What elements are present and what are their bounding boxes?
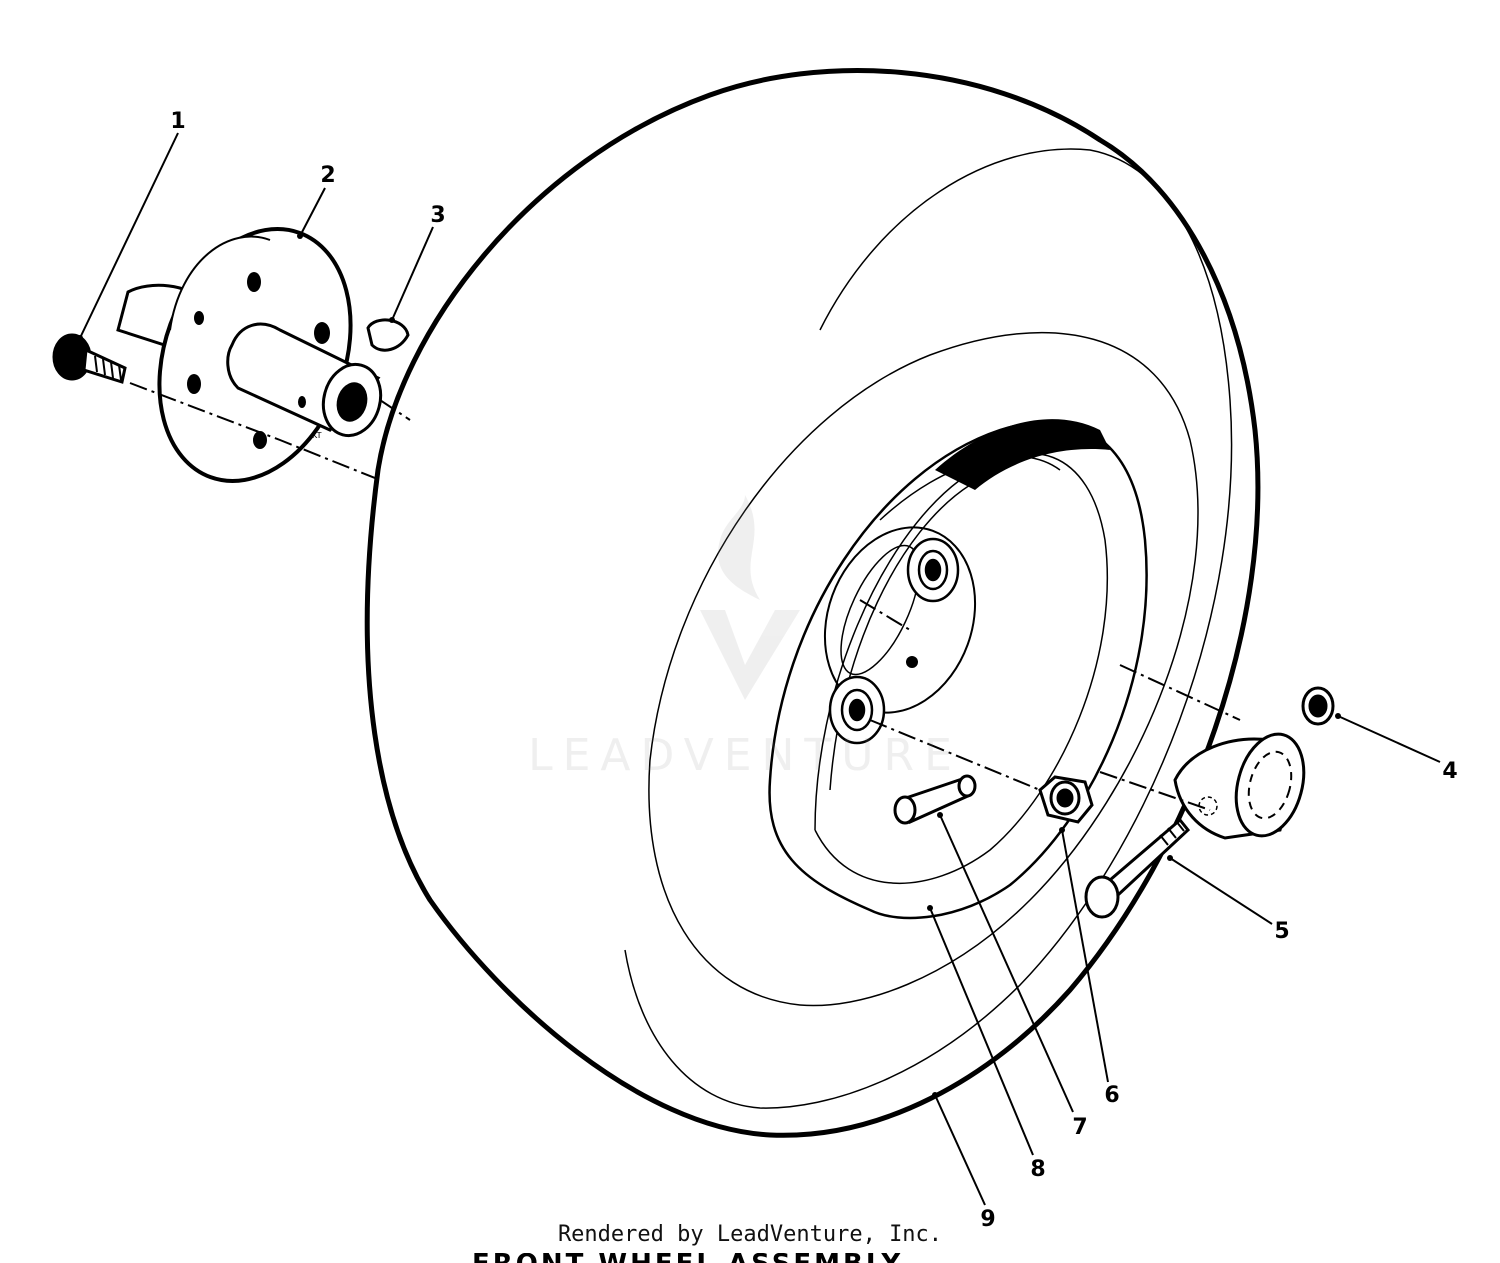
callout-6: 6 (1104, 1083, 1119, 1108)
callout-8: 8 (1030, 1157, 1045, 1182)
assembly-center-lines (129, 382, 1241, 811)
callout-5: 5 (1274, 919, 1289, 944)
pin-hole (1198, 796, 1218, 816)
lock-nut (1301, 686, 1335, 726)
axle-spacer (1173, 732, 1306, 840)
tire (364, 68, 1261, 1138)
callout-2: 2 (320, 163, 335, 188)
callout-7: 7 (1072, 1115, 1087, 1140)
hub-flange (116, 227, 383, 483)
rim-small-hole (906, 656, 918, 668)
hub-bolt (52, 333, 127, 384)
leader-lines (79, 132, 1441, 1206)
callout-9: 9 (980, 1207, 995, 1232)
callout-4: 4 (1442, 759, 1457, 784)
watermark-text: LEADVENTURE (528, 730, 962, 781)
hex-nut (1038, 775, 1094, 824)
valve-stem (893, 774, 977, 825)
callout-numbers: 1 2 3 4 5 6 7 8 9 (170, 109, 1457, 1232)
callout-1: 1 (170, 109, 185, 134)
flame-logo-icon (718, 495, 760, 600)
diagram-title-cut-off: FRONT WHEEL ASSEMBLY (472, 1253, 962, 1263)
rim-nut-upper (906, 537, 960, 603)
watermark: LEADVENTURE (528, 495, 962, 781)
callout-3: 3 (430, 203, 445, 228)
woodruff-key (366, 318, 410, 352)
footer-credit-text: Rendered by LeadVenture, Inc. (557, 1222, 943, 1247)
axle-bolt (1084, 817, 1191, 919)
rim-nut-lower (828, 675, 886, 745)
hub-marking-kt: KT (312, 431, 322, 440)
diagram-title-text: FRONT WHEEL ASSEMBLY (472, 1253, 962, 1263)
leader-dots (77, 233, 1341, 1098)
footer-credit: Rendered by LeadVenture, Inc. (0, 1222, 1500, 1247)
